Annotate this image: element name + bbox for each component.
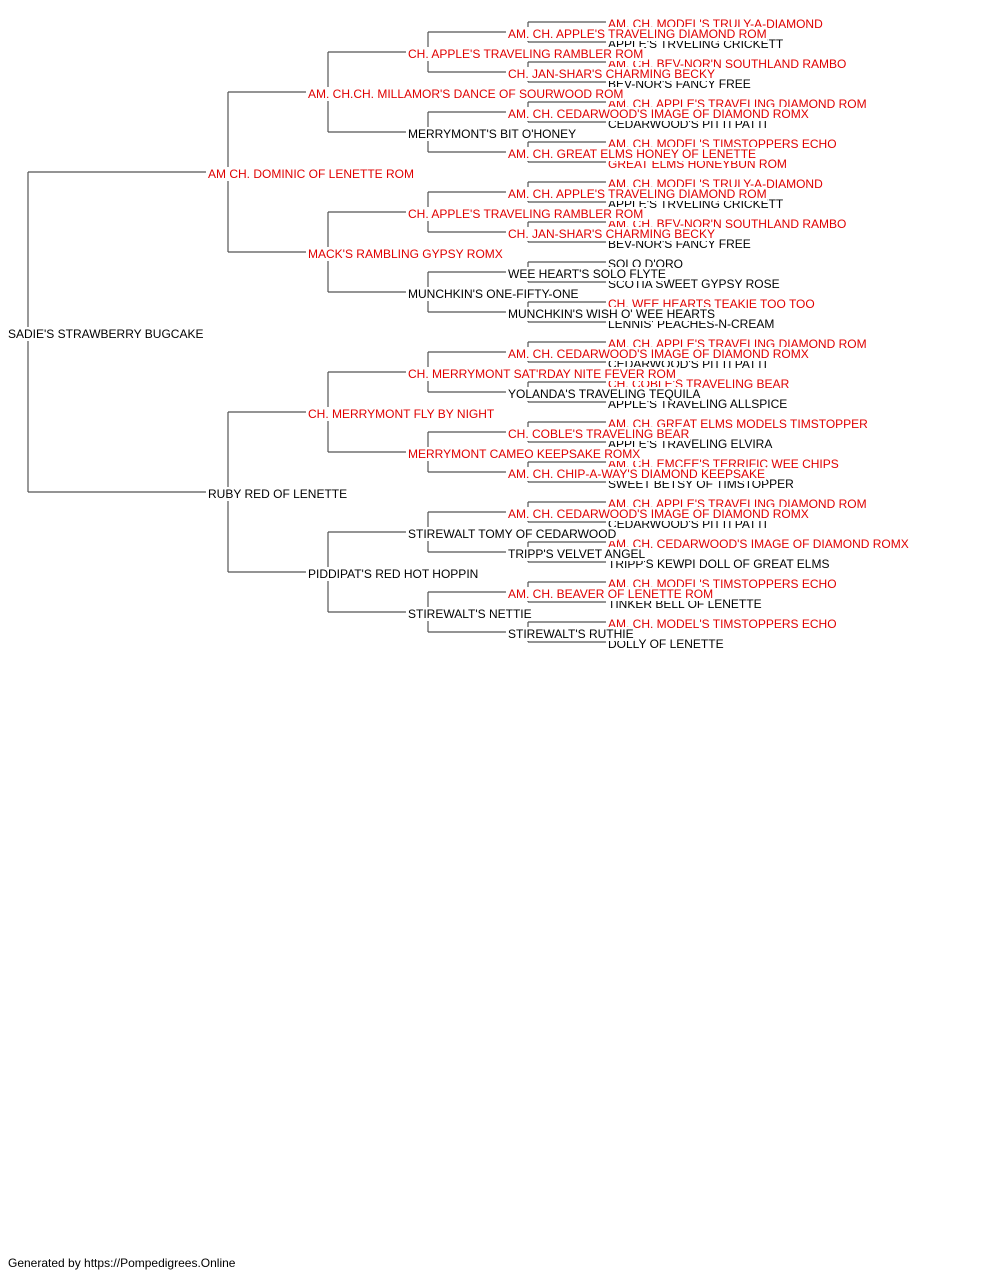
- dog-name-gen-5: AM. CH. MODEL'S TIMSTOPPERS ECHO: [608, 617, 837, 631]
- dog-name-gen-4: AM. CH. CEDARWOOD'S IMAGE OF DIAMOND ROM…: [508, 507, 809, 521]
- label-backing: [507, 307, 717, 321]
- dog-name-gen-4: AM. CH. APPLE'S TRAVELING DIAMOND ROM: [508, 187, 767, 201]
- dog-name-gen-2: MACK'S RAMBLING GYPSY ROMX: [308, 247, 503, 261]
- dog-name-gen-1: RUBY RED OF LENETTE: [208, 487, 347, 501]
- dog-name-gen-4: AM. CH. APPLE'S TRAVELING DIAMOND ROM: [508, 27, 767, 41]
- label-backing: [507, 27, 768, 41]
- label-backing: [407, 287, 580, 301]
- dog-name-gen-4: YOLANDA'S TRAVELING TEQUILA: [508, 387, 700, 401]
- generated-by-footer: Generated by https://Pompedigrees.Online: [8, 1256, 236, 1270]
- label-backing: [607, 537, 910, 551]
- label-backing: [307, 247, 504, 261]
- dog-name-gen-4: WEE HEART'S SOLO FLYTE: [508, 267, 666, 281]
- dog-name-gen-4: CH. JAN-SHAR'S CHARMING BECKY: [508, 67, 715, 81]
- dog-name-gen-4: AM. CH. GREAT ELMS HONEY OF LENETTE: [508, 147, 756, 161]
- dog-name-gen-3: STIREWALT'S NETTIE: [408, 607, 532, 621]
- dog-name-gen-3: MERRYMONT'S BIT O'HONEY: [408, 127, 576, 141]
- label-backing: [607, 557, 831, 571]
- label-backing: [507, 507, 810, 521]
- label-backing: [607, 617, 838, 631]
- label-backing: [507, 267, 667, 281]
- label-backing: [407, 207, 645, 221]
- dog-name-gen-4: AM. CH. CHIP-A-WAY'S DIAMOND KEEPSAKE: [508, 467, 765, 481]
- dog-name-gen-4: AM. CH. CEDARWOOD'S IMAGE OF DIAMOND ROM…: [508, 107, 809, 121]
- label-backing: [607, 637, 725, 651]
- label-backing: [307, 407, 496, 421]
- label-backing: [307, 567, 480, 581]
- label-backing: [407, 367, 677, 381]
- dog-name-gen-3: CH. MERRYMONT SAT'RDAY NITE FEVER ROM: [408, 367, 676, 381]
- dog-name-gen-1: AM CH. DOMINIC OF LENETTE ROM: [208, 167, 414, 181]
- dog-name-gen-4: CH. COBLE'S TRAVELING BEAR: [508, 427, 690, 441]
- dog-name-gen-2: CH. MERRYMONT FLY BY NIGHT: [308, 407, 495, 421]
- dog-name-gen-3: MUNCHKIN'S ONE-FIFTY-ONE: [408, 287, 579, 301]
- label-backing: [507, 67, 716, 81]
- label-backing: [507, 627, 635, 641]
- label-backing: [507, 107, 810, 121]
- dog-name-gen-4: CH. JAN-SHAR'S CHARMING BECKY: [508, 227, 715, 241]
- label-backing: [507, 187, 768, 201]
- label-backing: [407, 607, 533, 621]
- label-backing: [507, 427, 691, 441]
- label-backing: [307, 87, 625, 101]
- dog-name-gen-3: CH. APPLE'S TRAVELING RAMBLER ROM: [408, 207, 643, 221]
- dog-name-gen-4: AM. CH. BEAVER OF LENETTE ROM: [508, 587, 713, 601]
- dog-name-gen-4: TRIPP'S VELVET ANGEL: [508, 547, 646, 561]
- label-backing: [507, 467, 766, 481]
- label-backing: [507, 547, 647, 561]
- dog-name-gen-3: MERRYMONT CAMEO KEEPSAKE ROMX: [408, 447, 640, 461]
- dog-name-gen-2: PIDDIPAT'S RED HOT HOPPIN: [308, 567, 478, 581]
- dog-name-gen-3: CH. APPLE'S TRAVELING RAMBLER ROM: [408, 47, 643, 61]
- dog-name-gen-3: STIREWALT TOMY OF CEDARWOOD: [408, 527, 617, 541]
- label-backing: [407, 47, 645, 61]
- dog-name-gen-0: SADIE'S STRAWBERRY BUGCAKE: [8, 327, 203, 341]
- dog-name-gen-2: AM. CH.CH. MILLAMOR'S DANCE OF SOURWOOD …: [308, 87, 623, 101]
- label-backing: [507, 347, 810, 361]
- label-backing: [407, 447, 642, 461]
- label-backing: [207, 167, 416, 181]
- label-backing: [507, 147, 758, 161]
- label-backing: [207, 487, 349, 501]
- label-backing: [507, 227, 716, 241]
- dog-name-gen-5: DOLLY OF LENETTE: [608, 637, 724, 651]
- label-backing: [407, 527, 618, 541]
- dog-name-gen-4: MUNCHKIN'S WISH O' WEE HEARTS: [508, 307, 715, 321]
- dog-name-gen-5: AM. CH. CEDARWOOD'S IMAGE OF DIAMOND ROM…: [608, 537, 909, 551]
- label-backing: [407, 127, 578, 141]
- dog-name-gen-4: AM. CH. CEDARWOOD'S IMAGE OF DIAMOND ROM…: [508, 347, 809, 361]
- label-backing: [507, 587, 715, 601]
- dog-name-gen-4: STIREWALT'S RUTHIE: [508, 627, 634, 641]
- label-backing: [507, 387, 702, 401]
- label-backing: [7, 327, 205, 341]
- dog-name-gen-5: TRIPP'S KEWPI DOLL OF GREAT ELMS: [608, 557, 829, 571]
